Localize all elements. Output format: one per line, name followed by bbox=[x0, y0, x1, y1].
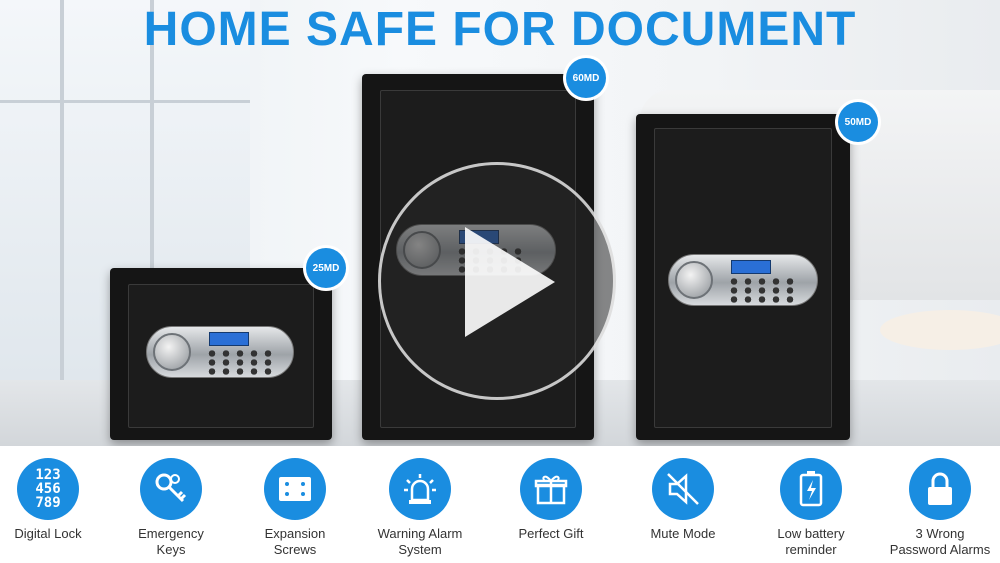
side-table-background bbox=[880, 310, 1000, 350]
lcd-screen bbox=[209, 332, 249, 346]
mute-icon bbox=[652, 458, 714, 520]
keypad bbox=[205, 349, 275, 375]
feature-mute-mode: Mute Mode bbox=[623, 458, 743, 542]
lock-icon bbox=[909, 458, 971, 520]
alarm-siren-icon bbox=[389, 458, 451, 520]
feature-perfect-gift: Perfect Gift bbox=[491, 458, 611, 542]
safe-25md bbox=[110, 268, 332, 440]
play-icon bbox=[465, 227, 555, 337]
lock-knob bbox=[153, 333, 191, 371]
lcd-screen bbox=[731, 260, 771, 274]
size-badge-60md: 60MD bbox=[566, 58, 606, 98]
size-badge-25md: 25MD bbox=[306, 248, 346, 288]
keys-icon bbox=[140, 458, 202, 520]
battery-icon bbox=[780, 458, 842, 520]
headline: HOME SAFE FOR DOCUMENT bbox=[143, 3, 857, 56]
video-play-button[interactable] bbox=[378, 162, 616, 400]
keypad-digits-icon: 123 456 789 bbox=[17, 458, 79, 520]
screws-icon bbox=[264, 458, 326, 520]
electronic-lock-panel bbox=[146, 326, 294, 378]
size-badge-50md: 50MD bbox=[838, 102, 878, 142]
safe-50md bbox=[636, 114, 850, 440]
keypad bbox=[727, 277, 797, 303]
feature-digital-lock: 123 456 789 Digital Lock bbox=[0, 458, 108, 542]
lock-knob bbox=[675, 261, 713, 299]
electronic-lock-panel bbox=[668, 254, 818, 306]
gift-icon bbox=[520, 458, 582, 520]
